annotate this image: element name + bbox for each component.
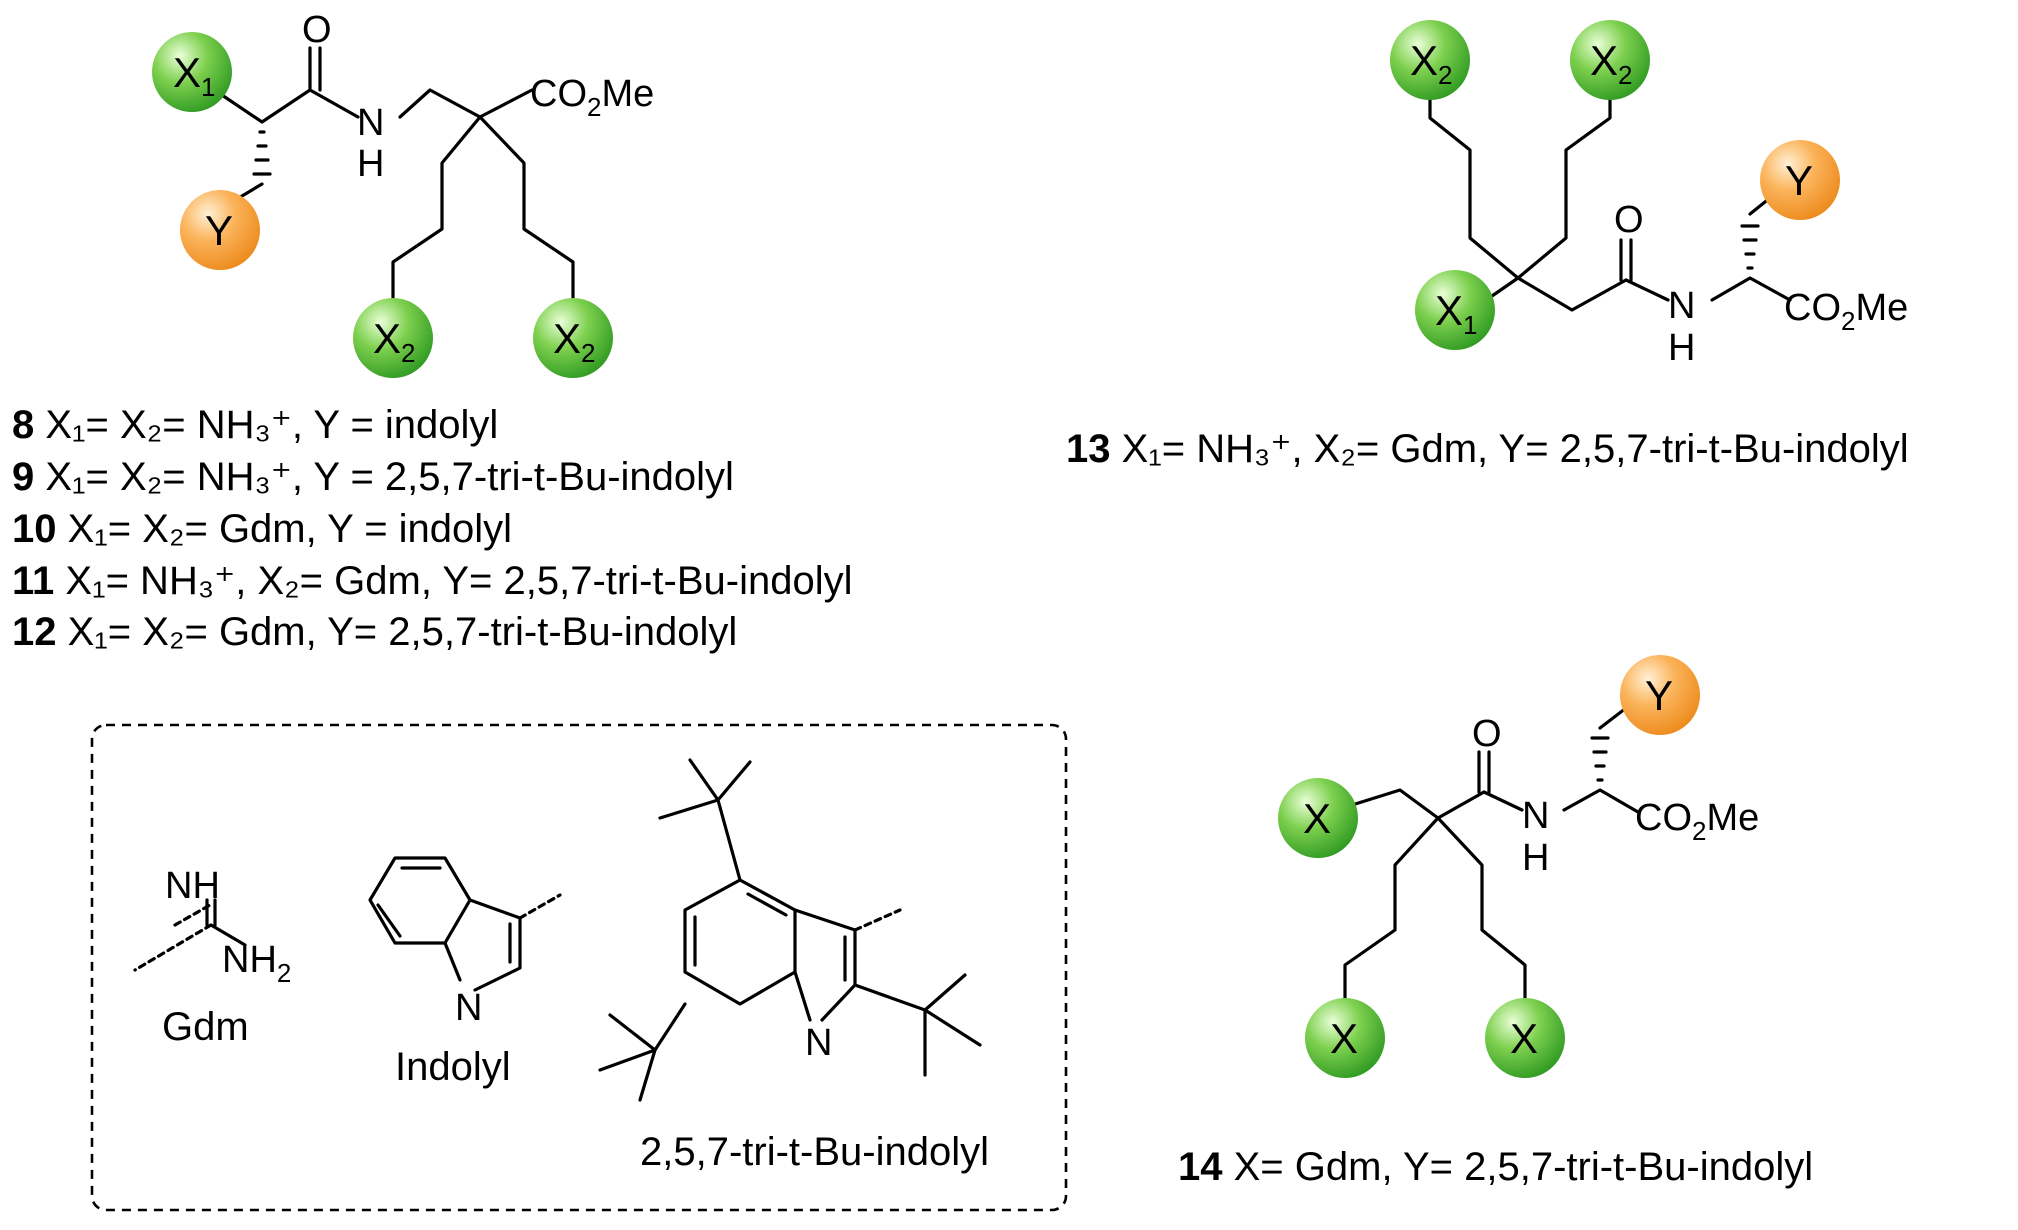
x2-group-ball: X2: [533, 298, 613, 378]
svg-text:X2: X2: [1590, 37, 1632, 90]
gdm-label: Gdm: [162, 1005, 249, 1049]
amide-nitrogen: N: [357, 102, 384, 144]
svg-text:X1: X1: [1435, 287, 1477, 340]
stereo-hash-bond: [1590, 736, 1610, 782]
ester-label: CO2Me: [1635, 797, 1759, 846]
x-group-ball: X: [1305, 998, 1385, 1078]
x2-group-ball: X2: [1570, 20, 1650, 100]
carbonyl-oxygen: O: [1472, 713, 1502, 755]
amide-hydrogen: H: [357, 143, 384, 185]
amide-nitrogen: N: [1522, 795, 1549, 837]
ester-label: CO2Me: [530, 73, 654, 122]
svg-text:Y: Y: [1785, 157, 1813, 204]
x-group-ball: X: [1278, 778, 1358, 858]
svg-text:X2: X2: [1410, 37, 1452, 90]
imine-nh: NH: [165, 865, 220, 907]
svg-text:X: X: [1303, 795, 1331, 842]
svg-text:Y: Y: [205, 207, 233, 254]
carbonyl-oxygen: O: [302, 9, 332, 51]
caption-9: 9 X₁= X₂= NH₃⁺, Y = 2,5,7-tri-t-Bu-indol…: [12, 455, 734, 499]
stereo-hash-bond: [252, 130, 272, 176]
x1-group-ball: X1: [1415, 270, 1495, 350]
svg-text:X: X: [1510, 1015, 1538, 1062]
amine-nh2: NH2: [222, 939, 291, 988]
x1-group-ball: X1: [152, 32, 232, 112]
x-group-ball: X: [1485, 998, 1565, 1078]
substituent-legend-box: NH NH2 Gdm N Indolyl: [90, 723, 1068, 1212]
indole-nitrogen: N: [805, 1022, 832, 1064]
indole-nitrogen: N: [455, 987, 482, 1029]
x2-group-ball: X2: [1390, 20, 1470, 100]
tbu-indolyl-label: 2,5,7-tri-t-Bu-indolyl: [640, 1130, 989, 1174]
ester-label: CO2Me: [1784, 287, 1908, 336]
compound-8-12-structure: O N H CO2Me X1 Y X2 X2: [152, 9, 654, 378]
caption-13: 13 X₁= NH₃⁺, X₂= Gdm, Y= 2,5,7-tri-t-Bu-…: [1066, 427, 1909, 471]
carbonyl-oxygen: O: [1614, 199, 1644, 241]
amide-hydrogen: H: [1522, 837, 1549, 879]
y-group-ball: Y: [1620, 655, 1700, 735]
x2-group-ball: X2: [353, 298, 433, 378]
caption-11: 11 X₁= NH₃⁺, X₂= Gdm, Y= 2,5,7-tri-t-Bu-…: [12, 559, 852, 603]
svg-text:X2: X2: [373, 315, 415, 368]
captions-8-12: 8 X₁= X₂= NH₃⁺, Y = indolyl 9 X₁= X₂= NH…: [12, 403, 852, 654]
amide-hydrogen: H: [1668, 327, 1695, 369]
tbu-indolyl-structure: N 2,5,7-tri-t-Bu-indolyl: [598, 758, 989, 1174]
svg-text:Y: Y: [1645, 672, 1673, 719]
compound-14-structure: O N H CO2Me X X X Y: [1278, 655, 1759, 1078]
stereo-hash-bond: [1740, 224, 1760, 270]
amide-nitrogen: N: [1668, 285, 1695, 327]
svg-text:X: X: [1330, 1015, 1358, 1062]
svg-text:X1: X1: [173, 49, 215, 102]
caption-14: 14 X= Gdm, Y= 2,5,7-tri-t-Bu-indolyl: [1178, 1145, 1813, 1189]
compound-13-structure: O N H CO2Me X2 X2 X1 Y: [1390, 20, 1908, 369]
indolyl-label: Indolyl: [395, 1045, 511, 1089]
indolyl-structure: N Indolyl: [368, 856, 562, 1089]
y-group-ball: Y: [180, 190, 260, 270]
caption-12: 12 X₁= X₂= Gdm, Y= 2,5,7-tri-t-Bu-indoly…: [12, 610, 737, 654]
svg-text:X2: X2: [553, 315, 595, 368]
gdm-structure: NH NH2 Gdm: [133, 865, 291, 1049]
caption-8: 8 X₁= X₂= NH₃⁺, Y = indolyl: [12, 403, 498, 447]
y-group-ball: Y: [1760, 140, 1840, 220]
caption-10: 10 X₁= X₂= Gdm, Y = indolyl: [12, 507, 512, 551]
